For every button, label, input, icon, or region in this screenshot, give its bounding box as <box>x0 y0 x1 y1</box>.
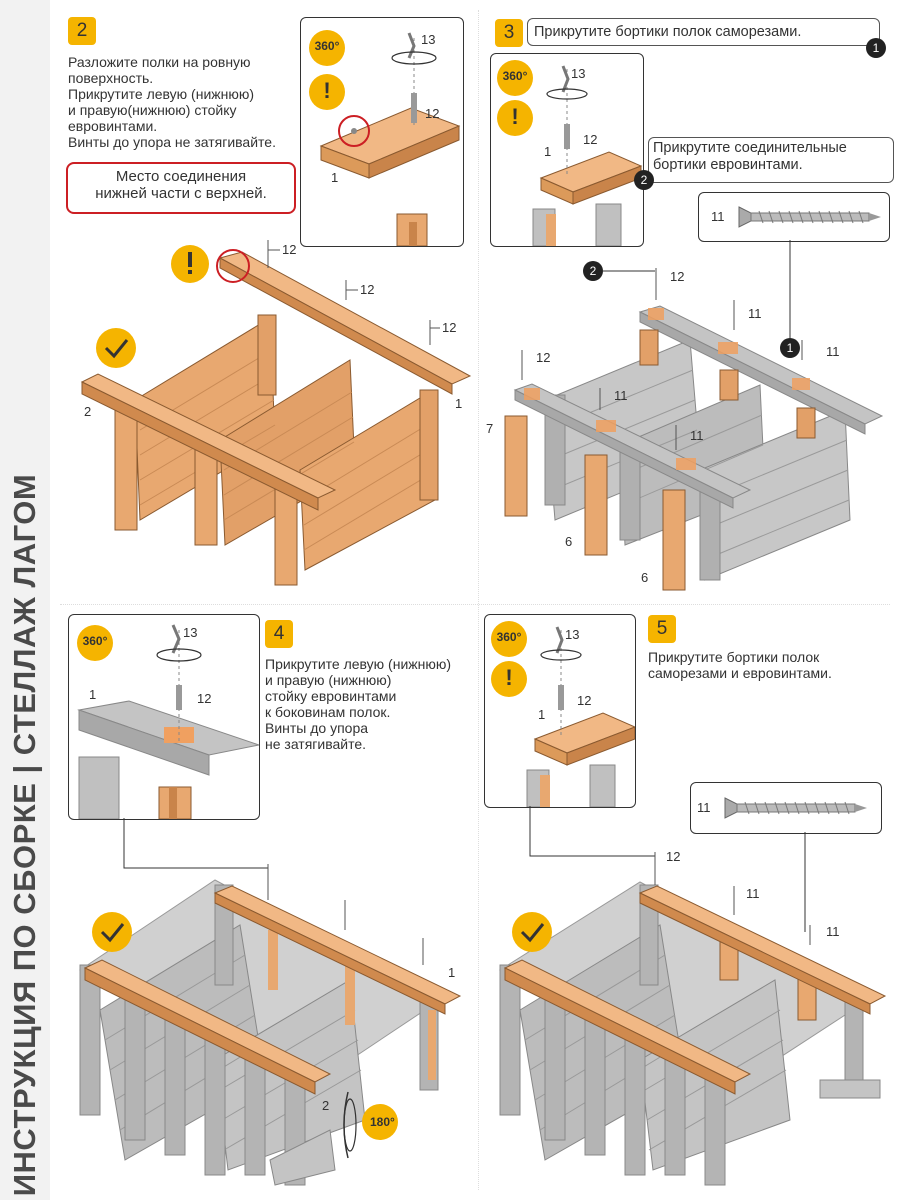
divider-vertical <box>478 10 479 1190</box>
step2-text: Разложите полки на ровную поверхность. П… <box>68 54 276 150</box>
step5-inset-badge-label: 360° <box>496 630 522 644</box>
step3-inset-rotate-badge <box>497 60 533 96</box>
step4-inset: 360° 13 12 1 <box>68 614 260 820</box>
step4-label-2: 2 <box>322 1098 330 1113</box>
step3-label-12-b: 12 <box>536 350 551 365</box>
step5-inset-rotate-badge <box>491 621 527 657</box>
step5-inset-label-13: 13 <box>565 627 580 642</box>
step2-joint-note: Место соединения нижней части с верхней. <box>66 162 296 214</box>
step3-inset-label-13: 13 <box>571 66 586 81</box>
step4-inset-label-13: 13 <box>183 625 198 640</box>
step5-inset: 360° ! 13 12 1 <box>484 614 636 808</box>
step3-label-12-a: 12 <box>670 269 685 284</box>
step5-inset-drawing <box>526 626 635 807</box>
step5-screw-label: 11 <box>697 800 711 815</box>
step3-label-11-b: 11 <box>826 344 840 359</box>
step2-number: 2 <box>68 17 96 45</box>
step3-marker-2a: 2 <box>634 170 654 190</box>
step4-inset-rotate-badge <box>77 625 113 661</box>
step5-label-12: 12 <box>666 849 681 864</box>
step3-marker-1b: 1 <box>780 338 800 358</box>
step5-label-11-a: 11 <box>746 886 760 901</box>
step3-marker-1: 1 <box>866 38 886 58</box>
step3-inset: 360° ! 13 12 1 <box>490 53 644 247</box>
step2-inset-badge-label: 360° <box>314 39 340 53</box>
step2-label-12-c: 12 <box>442 320 457 335</box>
step2-inset-rotate-badge <box>309 30 345 66</box>
step5-label-11-b: 11 <box>826 924 840 939</box>
sidebar-title: ИНСТРУКЦИЯ ПО СБОРКЕ | СТЕЛЛАЖ ЛАГОМ <box>7 473 42 1197</box>
step3-marker-2b: 2 <box>583 261 603 281</box>
step5-screw-box: 11 <box>690 782 882 834</box>
step3-label-6-a: 6 <box>565 534 573 549</box>
step2-inset-label-12: 12 <box>425 106 440 121</box>
screw-icon <box>724 797 867 819</box>
step2-label-2: 2 <box>84 404 92 419</box>
step4-inset-drawing <box>77 624 259 819</box>
step3-inset-warning-icon: ! <box>511 104 519 129</box>
step3-inset-label-12: 12 <box>583 132 598 147</box>
step2-inset-warning-icon: ! <box>323 78 331 103</box>
step2-label-1: 1 <box>455 396 463 411</box>
step2-inset: 360° ! 13 12 1 <box>300 17 464 247</box>
divider-horizontal <box>60 604 890 605</box>
step5-text: Прикрутите бортики полок саморезами и ев… <box>648 649 832 681</box>
step4-inset-badge-label: 360° <box>82 634 108 648</box>
step4-text: Прикрутите левую (нижнюю) и правую (нижн… <box>265 656 452 752</box>
step3-number: 3 <box>495 19 523 47</box>
step5-number: 5 <box>648 615 676 643</box>
step2-inset-label-1: 1 <box>331 170 339 185</box>
step3-label-7: 7 <box>486 421 494 436</box>
step3-instruction: Прикрутите бортики полок саморезами. <box>527 18 880 46</box>
step4-label-1: 1 <box>448 965 456 980</box>
step3-callout-2: Прикрутите соединительные бортики еврови… <box>648 137 894 183</box>
step4-rotate-label: 180° <box>370 1115 395 1129</box>
step3-inset-warning-badge <box>497 100 533 136</box>
step3-label-6-b: 6 <box>641 570 649 585</box>
step3-screw-box: 11 <box>698 192 890 242</box>
sidebar: ИНСТРУКЦИЯ ПО СБОРКЕ | СТЕЛЛАЖ ЛАГОМ <box>0 0 50 1200</box>
step4-number: 4 <box>265 620 293 648</box>
step4-inset-label-1: 1 <box>89 687 97 702</box>
step3-inset-badge-label: 360° <box>502 69 528 83</box>
step2-inset-drawing <box>319 32 461 246</box>
step3-label-11-a: 11 <box>748 306 762 321</box>
step5-inset-label-12: 12 <box>577 693 592 708</box>
step3-label-11-d: 11 <box>690 428 704 443</box>
step4-inset-label-12: 12 <box>197 691 212 706</box>
step3-inset-drawing <box>532 65 643 246</box>
step3-inset-label-1: 1 <box>544 144 552 159</box>
step5-inset-warning-icon: ! <box>505 665 513 690</box>
step3-screw-label: 11 <box>711 209 725 224</box>
step5-inset-label-1: 1 <box>538 707 546 722</box>
step5-inset-warning-badge <box>491 661 527 697</box>
screw-icon <box>738 206 881 228</box>
step2-label-12-b: 12 <box>360 282 375 297</box>
step2-inset-warning-badge <box>309 74 345 110</box>
step3-label-11-c: 11 <box>614 388 628 403</box>
step2-label-12-a: 12 <box>282 242 297 257</box>
step2-inset-label-13: 13 <box>421 32 436 47</box>
